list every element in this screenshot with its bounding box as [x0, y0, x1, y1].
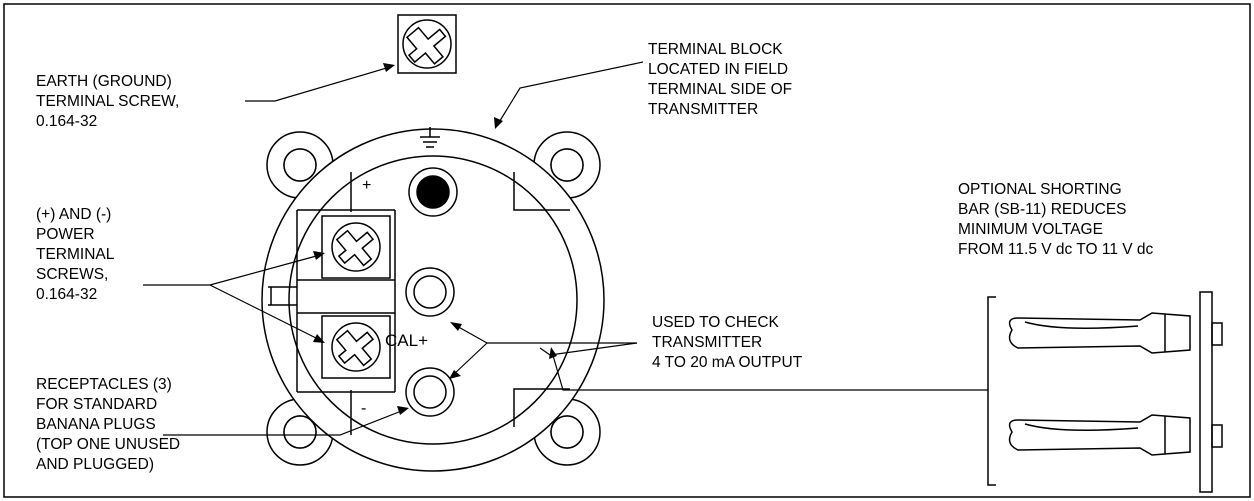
receptacles-label: RECEPTACLES (3) FOR STANDARD BANANA PLUG…	[36, 376, 181, 473]
terminal-strip	[268, 172, 396, 435]
shorting-bar-label: OPTIONAL SHORTING BAR (SB-11) REDUCES MI…	[958, 181, 1154, 258]
leader-lines	[143, 61, 988, 436]
earth-screw-detail	[397, 14, 457, 74]
ground-symbol	[420, 127, 440, 148]
side-brackets	[513, 172, 570, 427]
minus-mark: -	[361, 400, 367, 417]
power-screws-label: (+) AND (-) POWER TERMINAL SCREWS, 0.164…	[36, 206, 115, 303]
terminal-block-label: TERMINAL BLOCK LOCATED IN FIELD TERMINAL…	[648, 41, 793, 118]
cal-mark: CAL+	[385, 331, 428, 350]
housing	[261, 128, 605, 472]
power-screw-top	[321, 215, 391, 279]
receptacle-middle	[405, 267, 455, 317]
earth-screw-label: EARTH (GROUND) TERMINAL SCREW, 0.164-32	[36, 73, 180, 130]
power-screw-bottom	[321, 315, 391, 379]
check-output-label: USED TO CHECK TRANSMITTER 4 TO 20 mA OUT…	[652, 314, 803, 371]
receptacle-bottom	[405, 367, 455, 417]
plus-mark: +	[362, 177, 372, 194]
outer-frame	[3, 3, 1251, 498]
shorting-bar	[987, 291, 1223, 493]
receptacle-top-plugged	[408, 167, 458, 217]
